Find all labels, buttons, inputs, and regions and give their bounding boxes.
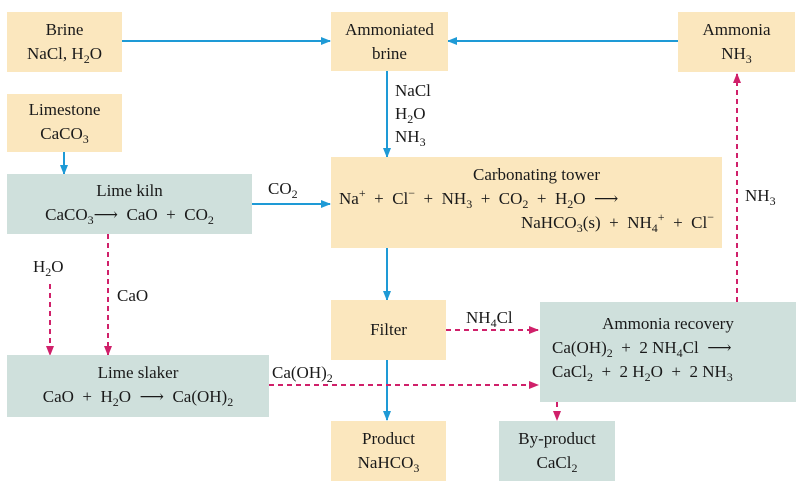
lime-slaker-box: Lime slaker CaO + H2O ⟶ Ca(OH)2 — [7, 355, 269, 417]
label-cao: CaO — [117, 286, 149, 305]
byproduct-formula: CaCl2 — [536, 453, 578, 475]
ammonia-recovery-products: CaCl2 + 2 H2O + 2 NH3 — [552, 362, 733, 384]
ammoniated-brine-line2: brine — [372, 44, 407, 63]
byproduct-box: By-product CaCl2 — [499, 421, 615, 481]
limestone-title: Limestone — [28, 100, 101, 119]
lime-slaker-title: Lime slaker — [97, 363, 179, 382]
brine-title: Brine — [45, 20, 84, 39]
brine-box: Brine NaCl, H2O — [7, 12, 122, 72]
limestone-box: Limestone CaCO3 — [7, 94, 122, 152]
ammonia-recovery-reactants: Ca(OH)2 + 2 NH4Cl ⟶ — [552, 338, 732, 360]
product-title: Product — [362, 429, 415, 448]
label-h2o-slaker: H2O — [33, 257, 64, 279]
lime-slaker-equation: CaO + H2O ⟶ Ca(OH)2 — [42, 387, 234, 409]
product-formula: NaHCO3 — [357, 453, 420, 475]
label-nh4cl: NH4Cl — [466, 308, 513, 330]
lime-kiln-box: Lime kiln CaCO3⟶ CaO + CO2 — [7, 174, 252, 234]
product-box: Product NaHCO3 — [331, 421, 446, 481]
ammonia-title: Ammonia — [702, 20, 771, 39]
label-co2: CO2 — [268, 179, 298, 201]
filter-label: Filter — [370, 320, 407, 339]
lime-kiln-equation: CaCO3⟶ CaO + CO2 — [45, 205, 214, 227]
carbonating-tower-box: Carbonating tower Na+ + Cl− + NH3 + CO2 … — [331, 157, 722, 248]
label-caoh2: Ca(OH)2 — [272, 363, 333, 385]
brine-formula: NaCl, H2O — [27, 44, 102, 66]
ammoniated-brine-line1: Ammoniated — [345, 20, 434, 39]
carbonating-tower-reactants: Na+ + Cl− + NH3 + CO2 + H2O ⟶ — [339, 186, 619, 211]
ammonia-formula: NH3 — [721, 44, 752, 66]
label-h2o-feed: H2O — [395, 104, 426, 126]
label-nacl: NaCl — [395, 81, 431, 100]
ammonia-recovery-box: Ammonia recovery Ca(OH)2 + 2 NH4Cl ⟶ CaC… — [540, 302, 796, 402]
ammonia-recovery-title: Ammonia recovery — [602, 314, 734, 333]
label-nh3-feed: NH3 — [395, 127, 426, 149]
carbonating-tower-products: NaHCO3(s) + NH4+ + Cl− — [520, 210, 714, 235]
carbonating-tower-title: Carbonating tower — [473, 165, 600, 184]
lime-kiln-title: Lime kiln — [96, 181, 163, 200]
ammonia-box: Ammonia NH3 — [678, 12, 795, 72]
filter-box: Filter — [331, 300, 446, 360]
byproduct-title: By-product — [518, 429, 596, 448]
ammoniated-brine-box: Ammoniated brine — [331, 12, 448, 71]
limestone-formula: CaCO3 — [40, 124, 89, 146]
label-nh3-return: NH3 — [745, 186, 776, 208]
